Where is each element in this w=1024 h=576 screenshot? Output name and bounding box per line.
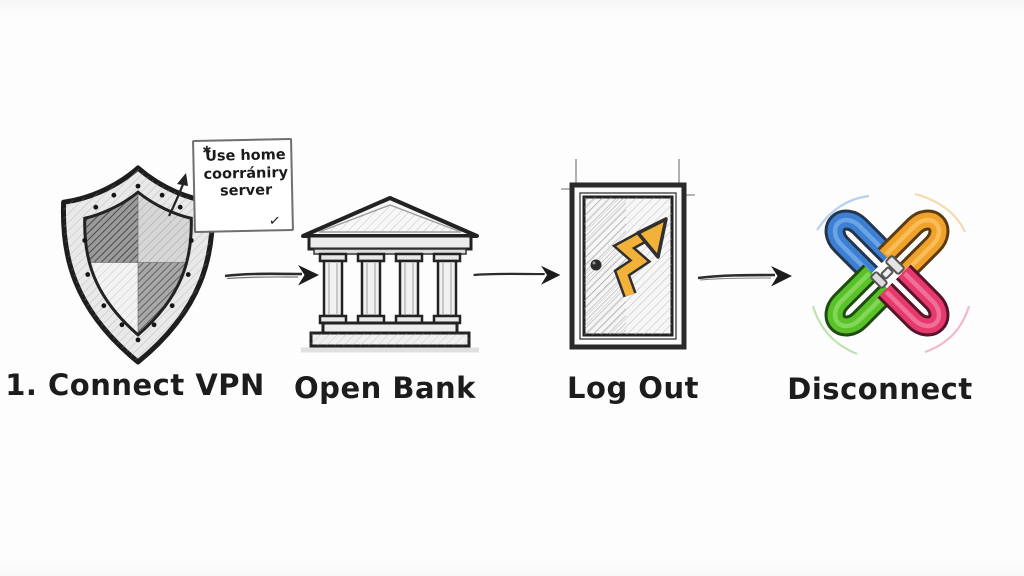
- sticky-note: ✱ Use home coorrániry server ✓: [192, 137, 294, 234]
- logout-arrow-icon: [611, 217, 668, 298]
- flow-arrow-icon: [224, 265, 319, 286]
- step-label-connect-vpn: 1. Connect VPN: [5, 368, 265, 402]
- pushpin-icon: ✱: [202, 143, 212, 157]
- construction-lines: [561, 159, 695, 196]
- chain-link-pink: [877, 264, 950, 337]
- broken-connector-stubs: [870, 255, 905, 289]
- bank-icon: [301, 196, 479, 353]
- shield-rivets: [82, 183, 194, 343]
- chain-link-green: [824, 264, 897, 337]
- broken-chain-icon: [811, 192, 971, 356]
- note-line: Use home: [204, 147, 286, 165]
- flow-arrow-icon: [473, 265, 561, 285]
- chain-link-orange: [877, 209, 950, 282]
- chain-link-blue: [824, 209, 897, 282]
- note-line: coorrániry: [203, 164, 289, 183]
- note-pointer-arrow-icon: [168, 173, 188, 217]
- step-label-disconnect: Disconnect: [787, 372, 973, 406]
- doorknob: [590, 259, 602, 271]
- checkmark-icon: ✓: [268, 212, 282, 230]
- door-exit-icon: [561, 159, 695, 350]
- step-label-open-bank: Open Bank: [294, 371, 476, 405]
- step-label-log-out: Log Out: [567, 371, 699, 405]
- flow-arrow-icon: [697, 266, 792, 287]
- note-line: server: [219, 182, 273, 200]
- bank-columns: [318, 252, 462, 325]
- shield-icon: [60, 165, 216, 365]
